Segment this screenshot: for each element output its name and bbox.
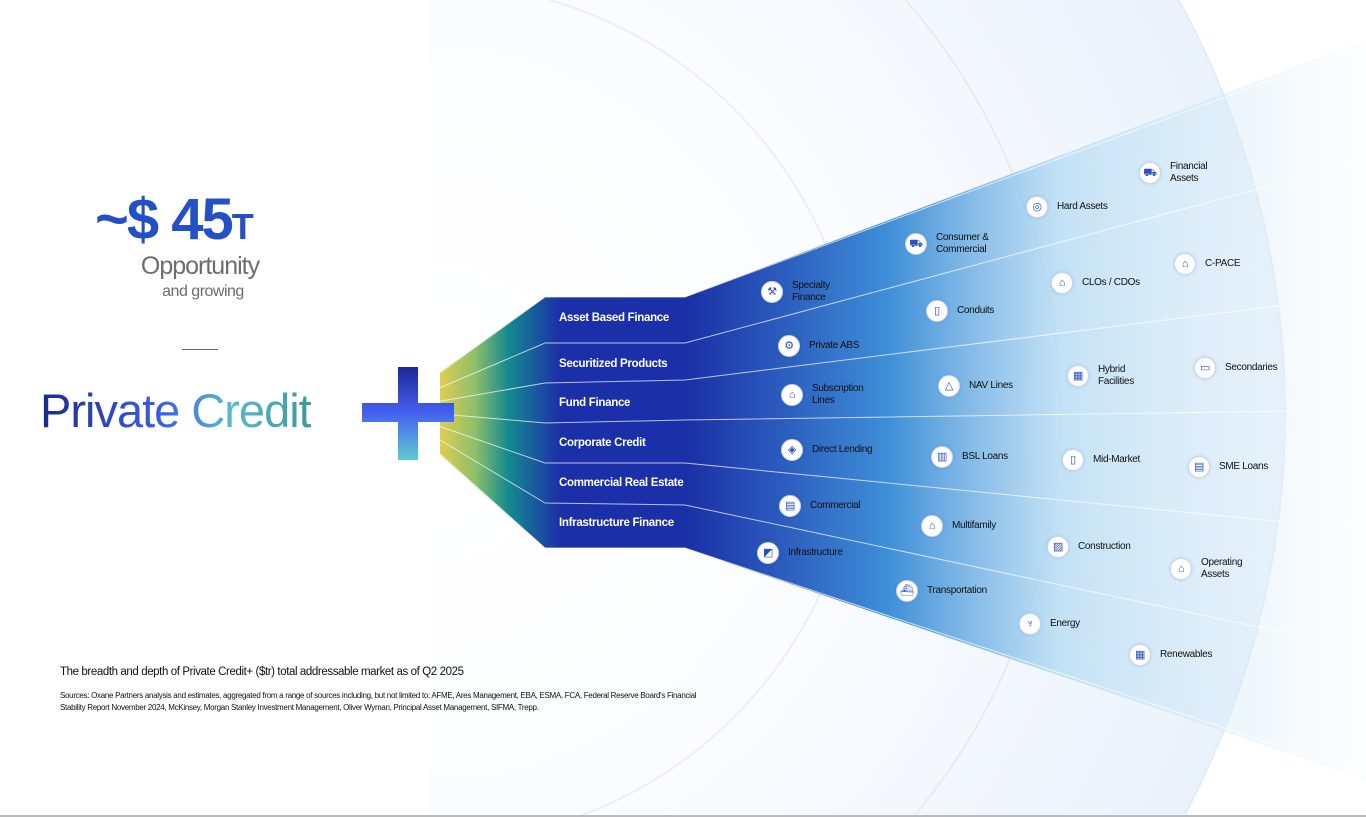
item-commercial: ▤ Commercial [779, 495, 861, 517]
house-icon: ⌂ [921, 515, 943, 537]
car-icon: ⛟ [905, 233, 927, 255]
item-label: Specialty Finance [792, 280, 830, 303]
bottom-border [0, 815, 1366, 817]
pylon-icon: ♆ [1019, 613, 1041, 635]
item-conduits: ▯ Conduits [926, 300, 994, 322]
card-icon: ▭ [1194, 357, 1216, 379]
item-label: Mid-Market [1093, 454, 1141, 465]
item-label: Direct Lending [812, 444, 873, 455]
item-label: Private ABS [809, 340, 860, 351]
bank-icon: ⌂ [781, 384, 803, 406]
item-financial-assets: ⛟ Financial Assets [1139, 161, 1232, 185]
item-label: CLOs / CDOs [1082, 277, 1140, 288]
crane-icon: ▨ [1047, 536, 1069, 558]
item-label: Commercial [810, 500, 861, 511]
item-label: Hybrid Facilities [1098, 364, 1134, 387]
category-fund-finance: Fund Finance [559, 397, 631, 409]
opportunity-label: Opportunity [140, 252, 260, 280]
document-icon: ▯ [926, 300, 948, 322]
pyramid-icon: △ [938, 375, 960, 397]
sources: Sources: Oxane Partners analysis and est… [60, 691, 697, 712]
item-energy: ♆ Energy [1019, 613, 1080, 635]
tam-value: ~$ 45T [95, 187, 254, 252]
item-renewables: ▦ Renewables [1129, 644, 1212, 666]
private-credit-title: Private Credit [40, 384, 312, 437]
item-label: BSL Loans [962, 451, 1008, 462]
category-commercial-real-estate: Commercial Real Estate [559, 477, 684, 489]
item-c-pace: ⌂ C-PACE [1174, 253, 1241, 275]
item-consumer-commercial: ⛟ Consumer & Commercial [905, 232, 998, 256]
divider [182, 349, 218, 350]
ledger-icon: ▤ [1188, 456, 1210, 478]
item-label: Multifamily [952, 520, 996, 531]
item-label: Transportation [927, 585, 987, 596]
item-label: Subscription Lines [812, 383, 864, 406]
facility-icon: ⌂ [1170, 558, 1192, 580]
category-corporate-credit: Corporate Credit [559, 437, 646, 449]
item-construction: ▨ Construction [1047, 536, 1131, 558]
item-private-abs: ⚙ Private ABS [778, 335, 859, 357]
category-infrastructure-finance: Infrastructure Finance [559, 517, 674, 529]
category-asset-based-finance: Asset Based Finance [559, 312, 669, 324]
item-transportation: ⛴ Transportation [896, 580, 987, 602]
government-icon: ⌂ [1174, 253, 1196, 275]
beam [685, 40, 1366, 780]
item-nav-lines: △ NAV Lines [938, 375, 1013, 397]
item-mid-market: ▯ Mid-Market [1062, 449, 1140, 471]
divider-lines [429, 44, 1366, 776]
store-icon: ▤ [779, 495, 801, 517]
item-label: C-PACE [1205, 258, 1241, 269]
item-hybrid-facilities: ▦ Hybrid Facilities [1067, 364, 1160, 388]
item-label: Energy [1050, 618, 1080, 629]
item-label: Secondaries [1225, 362, 1278, 373]
item-label: Hard Assets [1057, 201, 1108, 212]
layers-icon: ◈ [781, 439, 803, 461]
item-specialty-finance: ⚒ Specialty Finance [761, 280, 854, 304]
abs-icon: ⚙ [778, 335, 800, 357]
item-label: Financial Assets [1170, 161, 1208, 184]
bridge-icon: ◩ [757, 542, 779, 564]
item-subscription-lines: ⌂ Subscription Lines [781, 383, 874, 407]
building-icon: ▥ [931, 446, 953, 468]
item-bsl-loans: ▥ BSL Loans [931, 446, 1008, 468]
item-sme-loans: ▤ SME Loans [1188, 456, 1268, 478]
coins-icon: ◎ [1026, 196, 1048, 218]
category-securitized-products: Securitized Products [559, 358, 668, 370]
cart-icon: ⛟ [1139, 162, 1161, 184]
item-label: Operating Assets [1201, 557, 1243, 580]
growing-label: and growing [162, 283, 244, 300]
item-clos-cdos: ⌂ CLOs / CDOs [1051, 272, 1140, 294]
solar-icon: ▦ [1129, 644, 1151, 666]
stack-icon: ▦ [1067, 365, 1089, 387]
plus-icon [362, 367, 454, 460]
item-operating-assets: ⌂ Operating Assets [1170, 557, 1263, 581]
item-label: SME Loans [1219, 461, 1268, 472]
ship-icon: ⛴ [896, 580, 918, 602]
item-label: Conduits [957, 305, 995, 316]
item-infrastructure: ◩ Infrastructure [757, 542, 843, 564]
item-label: Consumer & Commercial [936, 232, 989, 255]
office-icon: ▯ [1062, 449, 1084, 471]
item-multifamily: ⌂ Multifamily [921, 515, 996, 537]
item-direct-lending: ◈ Direct Lending [781, 439, 873, 461]
item-hard-assets: ◎ Hard Assets [1026, 196, 1108, 218]
gavel-icon: ⚒ [761, 281, 783, 303]
item-label: NAV Lines [969, 380, 1013, 391]
item-label: Construction [1078, 541, 1131, 552]
item-label: Renewables [1160, 649, 1213, 660]
caption: The breadth and depth of Private Credit+… [60, 666, 464, 678]
institution-icon: ⌂ [1051, 272, 1073, 294]
item-secondaries: ▭ Secondaries [1194, 357, 1278, 379]
item-label: Infrastructure [788, 547, 843, 558]
